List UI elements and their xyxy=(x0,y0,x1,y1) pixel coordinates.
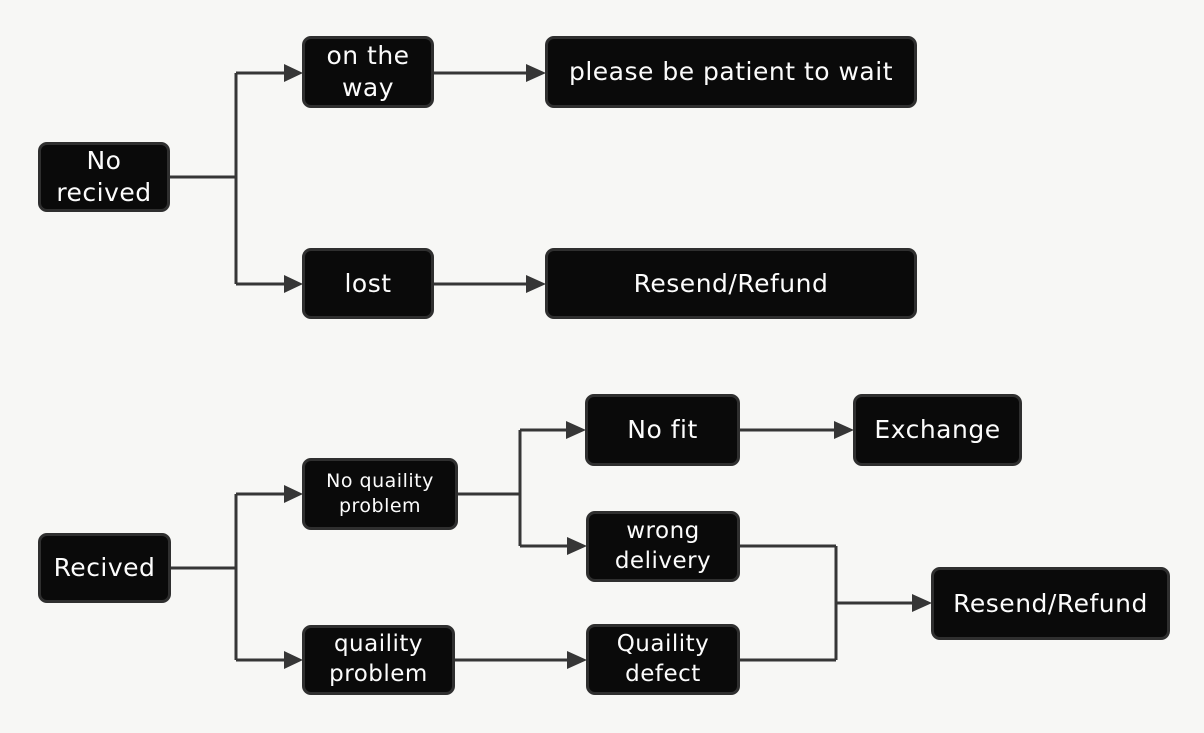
node-received: Recived xyxy=(38,533,171,603)
arrowhead xyxy=(566,421,586,439)
arrowhead xyxy=(284,64,303,82)
node-resend-refund-bottom: Resend/Refund xyxy=(931,567,1170,640)
arrowhead xyxy=(526,64,546,82)
edge-received-quality-problem xyxy=(236,651,303,669)
node-no-fit: No fit xyxy=(585,394,740,466)
edge-on-the-way-please-wait xyxy=(434,64,546,82)
node-lost: lost xyxy=(302,248,434,319)
edge-quality-problem-quality-defect xyxy=(455,651,587,669)
edge-received-branch xyxy=(171,494,238,660)
edge-lost-resend-refund-top xyxy=(434,275,546,293)
node-exchange: Exchange xyxy=(853,394,1022,466)
edge-no-quality-problem-wrong-delivery xyxy=(520,537,587,555)
edge-no-received-on-the-way xyxy=(236,64,303,82)
edge-no-quality-problem-branch xyxy=(458,430,522,546)
node-no-received: No recived xyxy=(38,142,170,212)
node-please-wait: please be patient to wait xyxy=(545,36,917,108)
arrowhead xyxy=(567,651,587,669)
edge-no-received-branch xyxy=(170,73,238,284)
edge-no-received-lost xyxy=(236,275,303,293)
edge-no-quality-problem-no-fit xyxy=(520,421,586,439)
edge-received-no-quality-problem xyxy=(236,485,303,503)
node-quality-defect: Quaility defect xyxy=(586,624,740,695)
arrowhead xyxy=(284,275,303,293)
node-wrong-delivery: wrong delivery xyxy=(586,511,740,582)
arrowhead xyxy=(526,275,546,293)
arrowhead xyxy=(567,537,587,555)
arrowhead xyxy=(912,594,932,612)
arrowhead xyxy=(834,421,854,439)
arrowhead xyxy=(284,485,303,503)
node-resend-refund-top: Resend/Refund xyxy=(545,248,917,319)
node-on-the-way: on the way xyxy=(302,36,434,108)
edge-no-fit-exchange xyxy=(740,421,854,439)
node-no-quality-problem: No quaility problem xyxy=(302,458,458,530)
arrowhead xyxy=(284,651,303,669)
node-quality-problem: quaility problem xyxy=(302,625,455,695)
edge-merge-resend-refund-bottom xyxy=(740,544,932,662)
